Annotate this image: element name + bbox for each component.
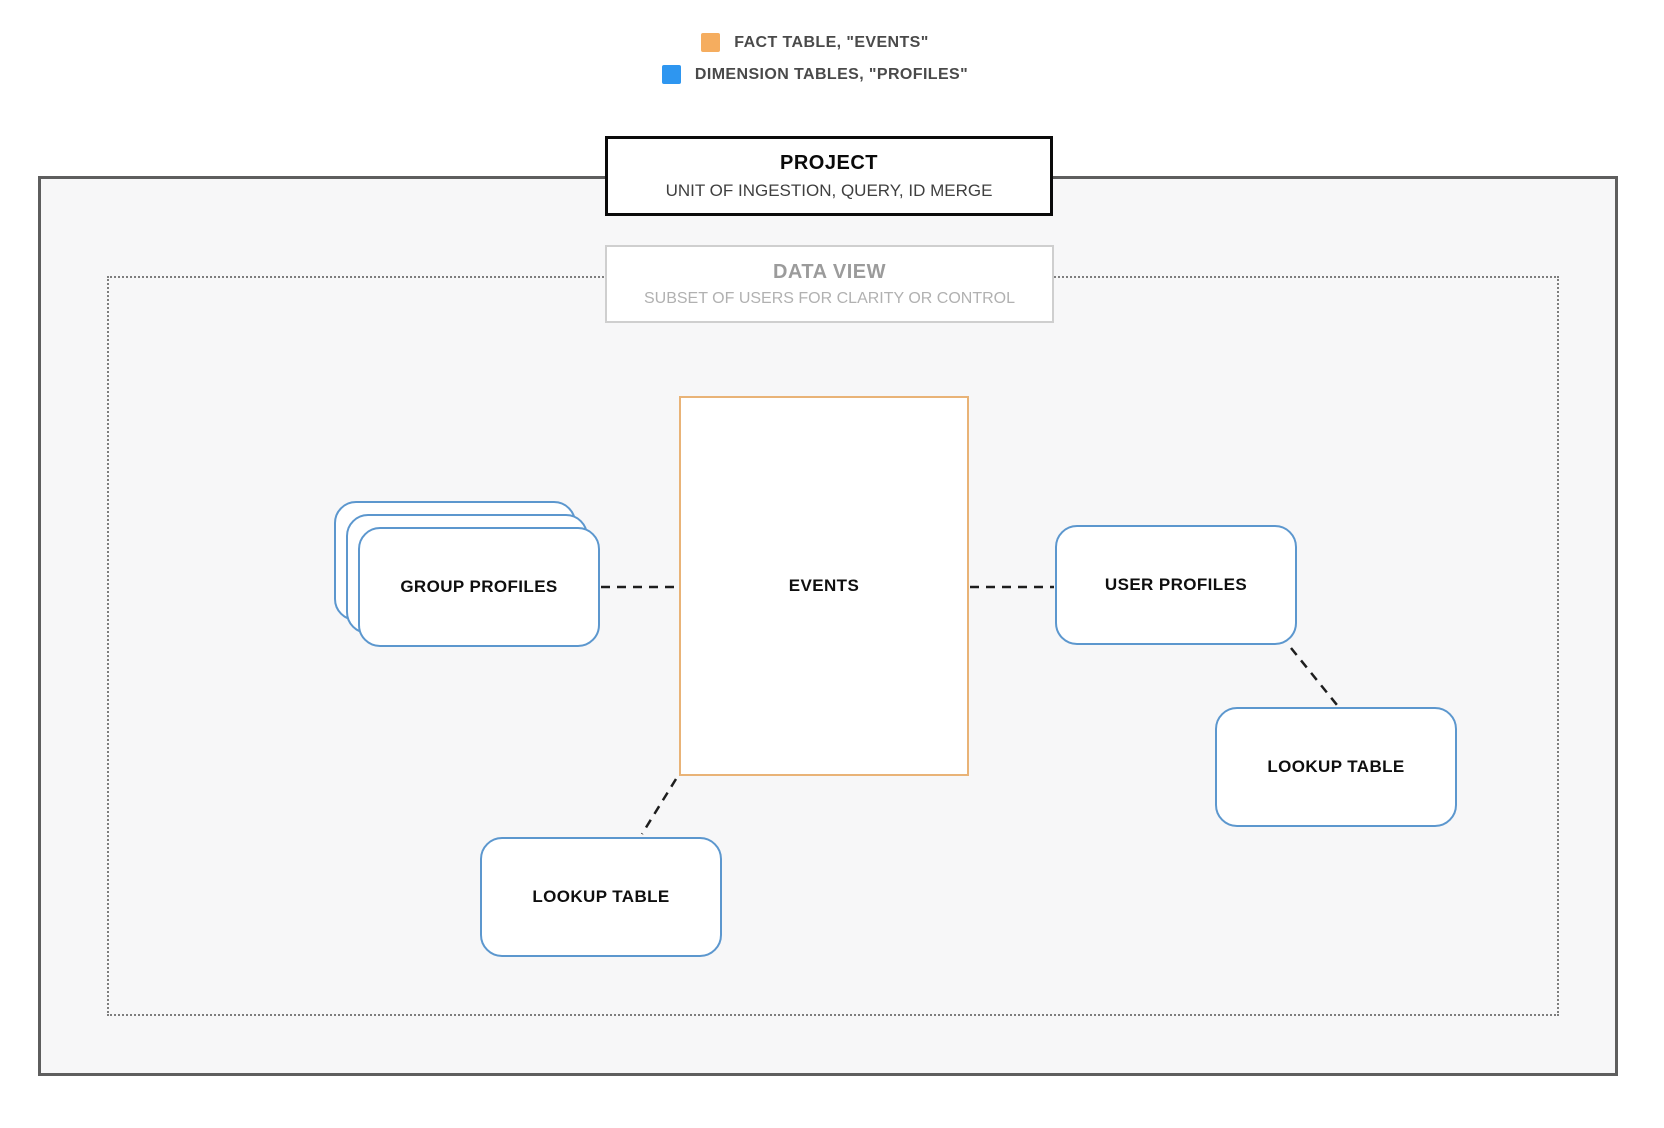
project-header-box: PROJECT UNIT OF INGESTION, QUERY, ID MER…: [605, 136, 1053, 216]
group-profiles-node: GROUP PROFILES: [358, 527, 600, 647]
dimension-tables-legend-label: DIMENSION TABLES, "PROFILES": [694, 65, 969, 83]
user-profiles-node: USER PROFILES: [1055, 525, 1297, 645]
fact-table-color-swatch: [701, 33, 721, 52]
events-label: EVENTS: [788, 576, 860, 595]
lookup-table-right-node: LOOKUP TABLE: [1215, 707, 1457, 827]
project-title: PROJECT: [780, 151, 878, 174]
data-view-title: DATA VIEW: [772, 260, 886, 283]
legend: FACT TABLE, "EVENTS" DIMENSION TABLES, "…: [0, 33, 1630, 84]
legend-item-fact-table: FACT TABLE, "EVENTS": [701, 33, 928, 52]
fact-table-legend-label: FACT TABLE, "EVENTS": [734, 33, 929, 51]
project-subtitle: UNIT OF INGESTION, QUERY, ID MERGE: [665, 180, 993, 200]
user-profiles-label: USER PROFILES: [1104, 575, 1248, 594]
lookup-table-bottom-node: LOOKUP TABLE: [480, 837, 722, 957]
events-node: EVENTS: [679, 396, 969, 776]
data-view-header-box: DATA VIEW SUBSET OF USERS FOR CLARITY OR…: [605, 245, 1054, 323]
data-view-subtitle: SUBSET OF USERS FOR CLARITY OR CONTROL: [643, 289, 1016, 307]
legend-item-dimension-tables: DIMENSION TABLES, "PROFILES": [661, 65, 969, 84]
dimension-tables-color-swatch: [661, 65, 681, 84]
lookup-table-bottom-label: LOOKUP TABLE: [532, 887, 670, 906]
lookup-table-right-label: LOOKUP TABLE: [1267, 757, 1405, 776]
group-profiles-label: GROUP PROFILES: [400, 577, 558, 596]
